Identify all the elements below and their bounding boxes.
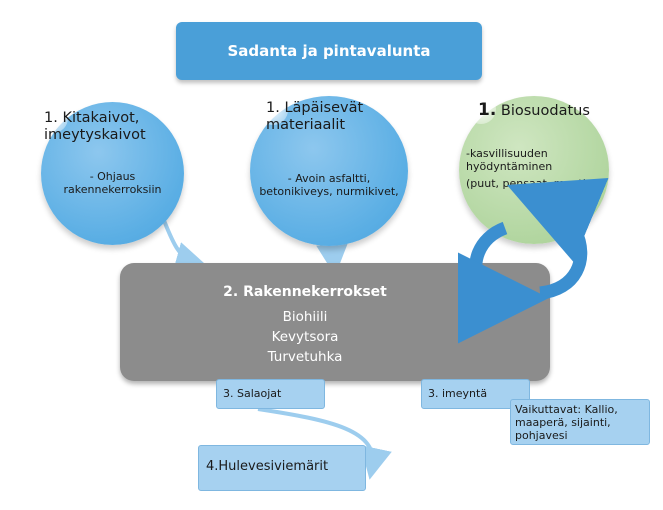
arrow-materials-to-layers bbox=[316, 242, 349, 276]
cycle-arrow-up bbox=[507, 178, 609, 300]
title-text: Sadanta ja pintavalunta bbox=[227, 42, 431, 60]
detail-line: rakennekerroksiin bbox=[63, 183, 162, 196]
circle-materials-heading: 1. Läpäisevät materiaalit bbox=[266, 100, 363, 134]
arrow-kitakaivot-to-layers bbox=[161, 217, 208, 274]
detail-line: -kasvillisuuden bbox=[466, 147, 548, 160]
heading-line: Kitakaivot, bbox=[62, 110, 140, 126]
layer-item: Turvetuhka bbox=[267, 349, 343, 365]
circle-number: 1. bbox=[266, 100, 280, 116]
imeynta-text: 3. imeyntä bbox=[428, 387, 488, 400]
heading-line: materiaalit bbox=[266, 117, 346, 133]
detail-line: - Ohjaus bbox=[89, 170, 136, 183]
factors-line: maaperä, sijainti, bbox=[515, 416, 611, 429]
label-salaojat: 3. Salaojat bbox=[216, 379, 325, 409]
label-vaikuttavat: Vaikuttavat: Kallio, maaperä, sijainti, … bbox=[510, 399, 650, 445]
circle-number: 1. bbox=[478, 100, 497, 120]
detail-line: hyödyntäminen bbox=[466, 160, 553, 173]
heading-line: imeytyskaivot bbox=[44, 127, 146, 143]
layers-title: 2. Rakennekerrokset bbox=[223, 284, 387, 300]
circle-kitakaivot-heading: 1. Kitakaivot, imeytyskaivot bbox=[44, 110, 146, 144]
number-bubble bbox=[38, 103, 68, 133]
detail-line: betonikiveys, nurmikivet, bbox=[259, 185, 399, 198]
circle-materials-detail: - Avoin asfaltti, betonikiveys, nurmikiv… bbox=[249, 172, 409, 198]
circle-kitakaivot-detail: - Ohjaus rakennekerroksiin bbox=[40, 170, 185, 196]
title-box: Sadanta ja pintavalunta bbox=[176, 22, 482, 80]
heading-line: Biosuodatus bbox=[500, 103, 590, 119]
factors-line: pohjavesi bbox=[515, 429, 568, 442]
cycle-arrow-down bbox=[457, 221, 549, 344]
layer-item: Kevytsora bbox=[271, 329, 339, 345]
detail-line: - Avoin asfaltti, bbox=[287, 172, 371, 185]
hulevesi-text: 4.Hulevesiviemärit bbox=[206, 459, 329, 474]
number-bubble bbox=[258, 95, 288, 125]
heading-line: Läpäisevät bbox=[284, 100, 364, 116]
circle-biosuodatus-heading: 1. Biosuodatus bbox=[478, 102, 590, 120]
circle-number: 1. bbox=[44, 110, 58, 126]
label-hulevesiviemarit: 4.Hulevesiviemärit bbox=[198, 445, 366, 491]
number-bubble bbox=[466, 94, 496, 124]
salaojat-text: 3. Salaojat bbox=[223, 387, 282, 400]
layer-item: Biohiili bbox=[282, 309, 328, 325]
factors-line: Vaikuttavat: Kallio, bbox=[515, 403, 618, 416]
arrow-salaojat-to-hulevesi bbox=[257, 407, 392, 480]
